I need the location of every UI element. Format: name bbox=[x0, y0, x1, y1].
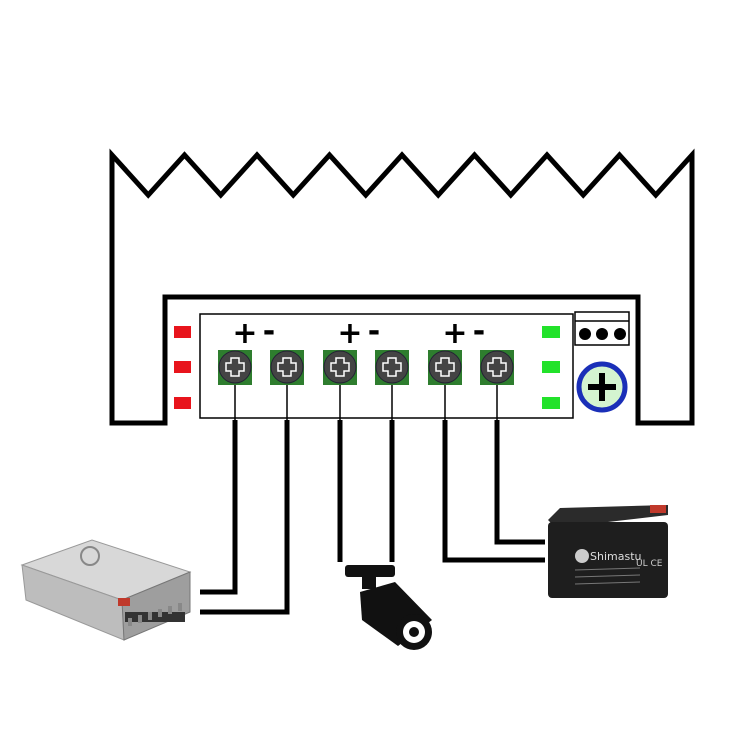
red-led bbox=[174, 326, 191, 338]
battery: Shimastu UL CE bbox=[548, 505, 668, 598]
wire bbox=[200, 420, 238, 595]
green-led bbox=[542, 397, 560, 409]
battery-brand: Shimastu bbox=[590, 550, 641, 563]
screw-cross-icon bbox=[435, 357, 455, 377]
fault-leds bbox=[174, 326, 191, 409]
three-pin-connector bbox=[574, 311, 630, 346]
plus-label: + bbox=[232, 316, 257, 351]
minus-label: - bbox=[368, 314, 380, 349]
screw-cross-icon bbox=[277, 357, 297, 377]
minus-label: - bbox=[263, 314, 275, 349]
screw-cross-icon bbox=[225, 357, 245, 377]
wire bbox=[494, 420, 545, 545]
screw-terminal[interactable] bbox=[218, 350, 252, 430]
screw-terminal[interactable] bbox=[480, 350, 514, 430]
screw-cross-icon bbox=[330, 357, 350, 377]
screw-terminal[interactable] bbox=[375, 350, 409, 430]
minus-label: - bbox=[473, 314, 485, 349]
screw-terminal[interactable] bbox=[428, 350, 462, 430]
red-led bbox=[174, 361, 191, 373]
power-supply bbox=[20, 539, 192, 641]
screw-terminal[interactable] bbox=[270, 350, 304, 430]
wire bbox=[200, 420, 290, 615]
cctv-camera bbox=[345, 565, 432, 650]
voltage-adjust-potentiometer[interactable] bbox=[576, 361, 628, 413]
wire bbox=[442, 420, 545, 563]
green-led bbox=[542, 361, 560, 373]
plus-label: + bbox=[442, 316, 467, 351]
screw-cross-icon bbox=[487, 357, 507, 377]
plus-label: + bbox=[337, 316, 362, 351]
status-leds bbox=[542, 326, 560, 409]
screw-cross-icon bbox=[382, 357, 402, 377]
green-led bbox=[542, 326, 560, 338]
screw-terminal[interactable] bbox=[323, 350, 357, 430]
red-led bbox=[174, 397, 191, 409]
heatsink-outline bbox=[109, 148, 695, 426]
svg-text:UL CE: UL CE bbox=[636, 559, 663, 569]
